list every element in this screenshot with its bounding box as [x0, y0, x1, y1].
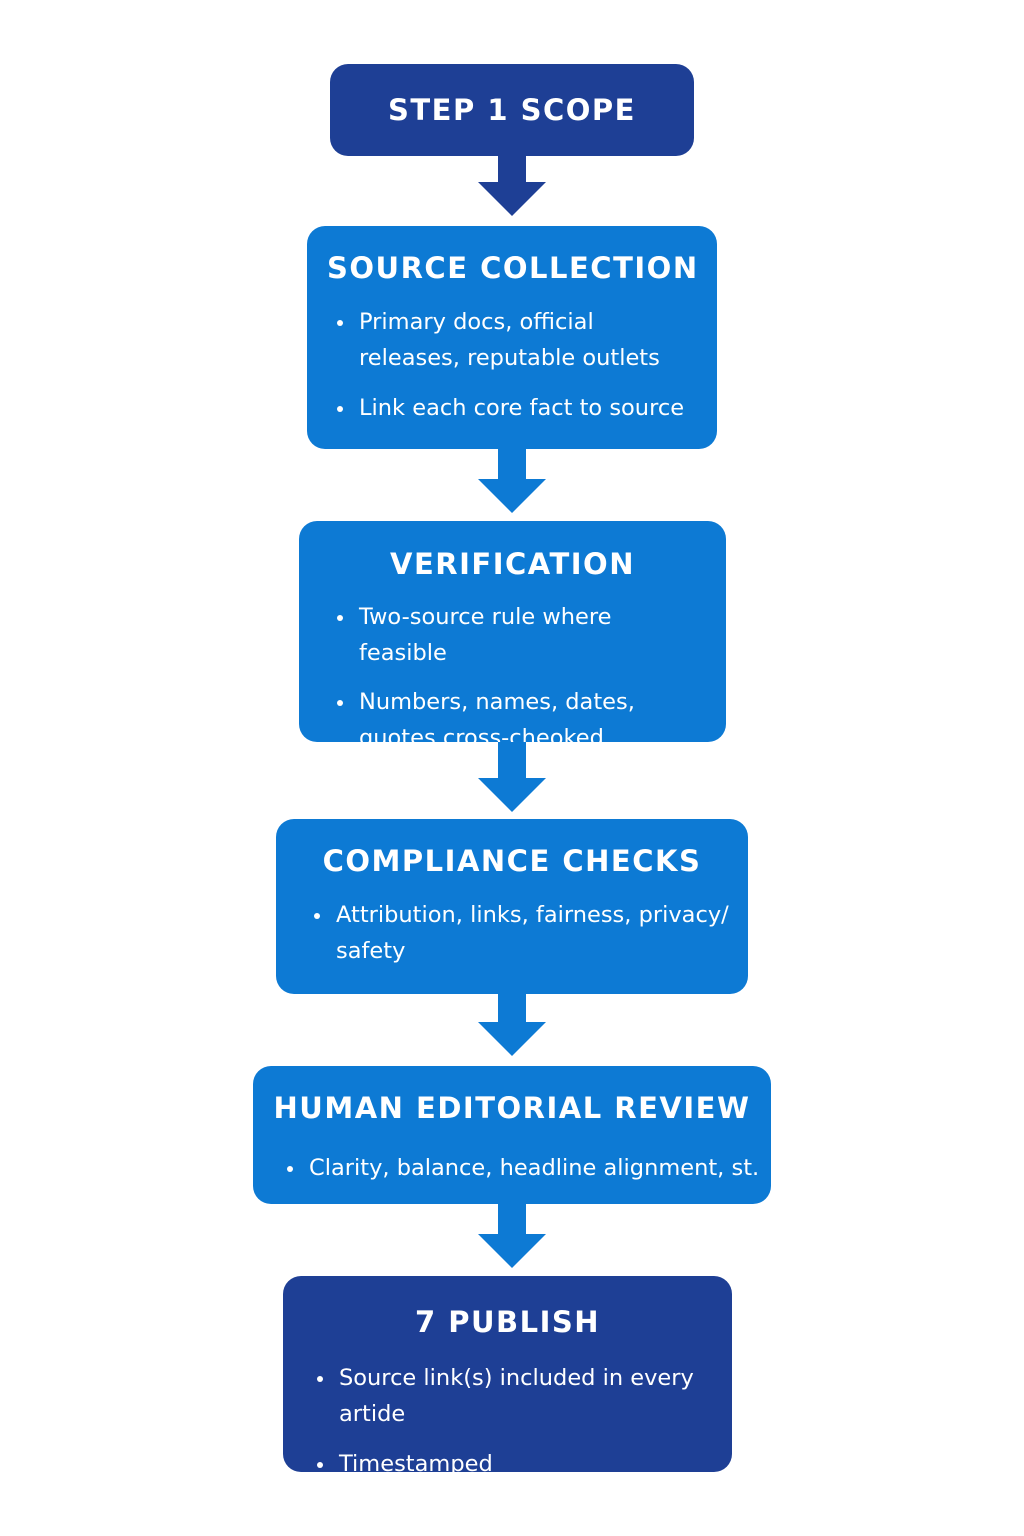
step-verification-box: VERIFICATION Two-source rule where feasi…: [299, 521, 726, 751]
arrow-down-icon: [478, 449, 546, 513]
step-scope-box: STEP 1 SCOPE: [330, 64, 694, 156]
step-verification-title: VERIFICATION: [390, 547, 635, 581]
step-scope-title: STEP 1 SCOPE: [388, 93, 636, 127]
arrow-down-icon: [478, 994, 546, 1056]
verification-bullet: Numbers, names, dates, quotes cross-cheo…: [337, 684, 659, 756]
compliance-checks-bullet: Attribution, links, fairness, privacy/ s…: [314, 897, 741, 969]
publish-bullet: Source link(s) included in every artide: [317, 1360, 716, 1432]
step-source-collection-box: SOURCE COLLECTION Primary docs, official…: [307, 226, 717, 449]
source-collection-bullet: Primary docs, official releases, reputab…: [337, 304, 689, 376]
arrow-down-icon: [478, 1204, 546, 1268]
arrow-down-icon: [478, 742, 546, 812]
step-source-collection-title: SOURCE COLLECTION: [327, 251, 699, 285]
human-editorial-review-bullet: Clarity, balance, headline alignment, st…: [287, 1150, 761, 1186]
step-publish-title: 7 PUBLISH: [414, 1305, 601, 1339]
step-compliance-checks-title: COMPLIANCE CHECKS: [322, 844, 702, 878]
step-human-editorial-review-title: HUMAN EDITORIAL REVIEW: [273, 1091, 751, 1125]
verification-bullet: Two-source rule where feasible: [337, 599, 706, 671]
step-compliance-checks-box: COMPLIANCE CHECKS Attribution, links, fa…: [276, 819, 748, 994]
publish-bullet: Timestamped: [317, 1446, 716, 1482]
arrow-down-icon: [478, 156, 546, 216]
step-publish-box: 7 PUBLISH Source link(s) included in eve…: [283, 1276, 732, 1477]
step-human-editorial-review-box: HUMAN EDITORIAL REVIEW Clarity, balance,…: [253, 1066, 771, 1204]
source-collection-bullet: Link each core fact to source: [337, 390, 697, 426]
